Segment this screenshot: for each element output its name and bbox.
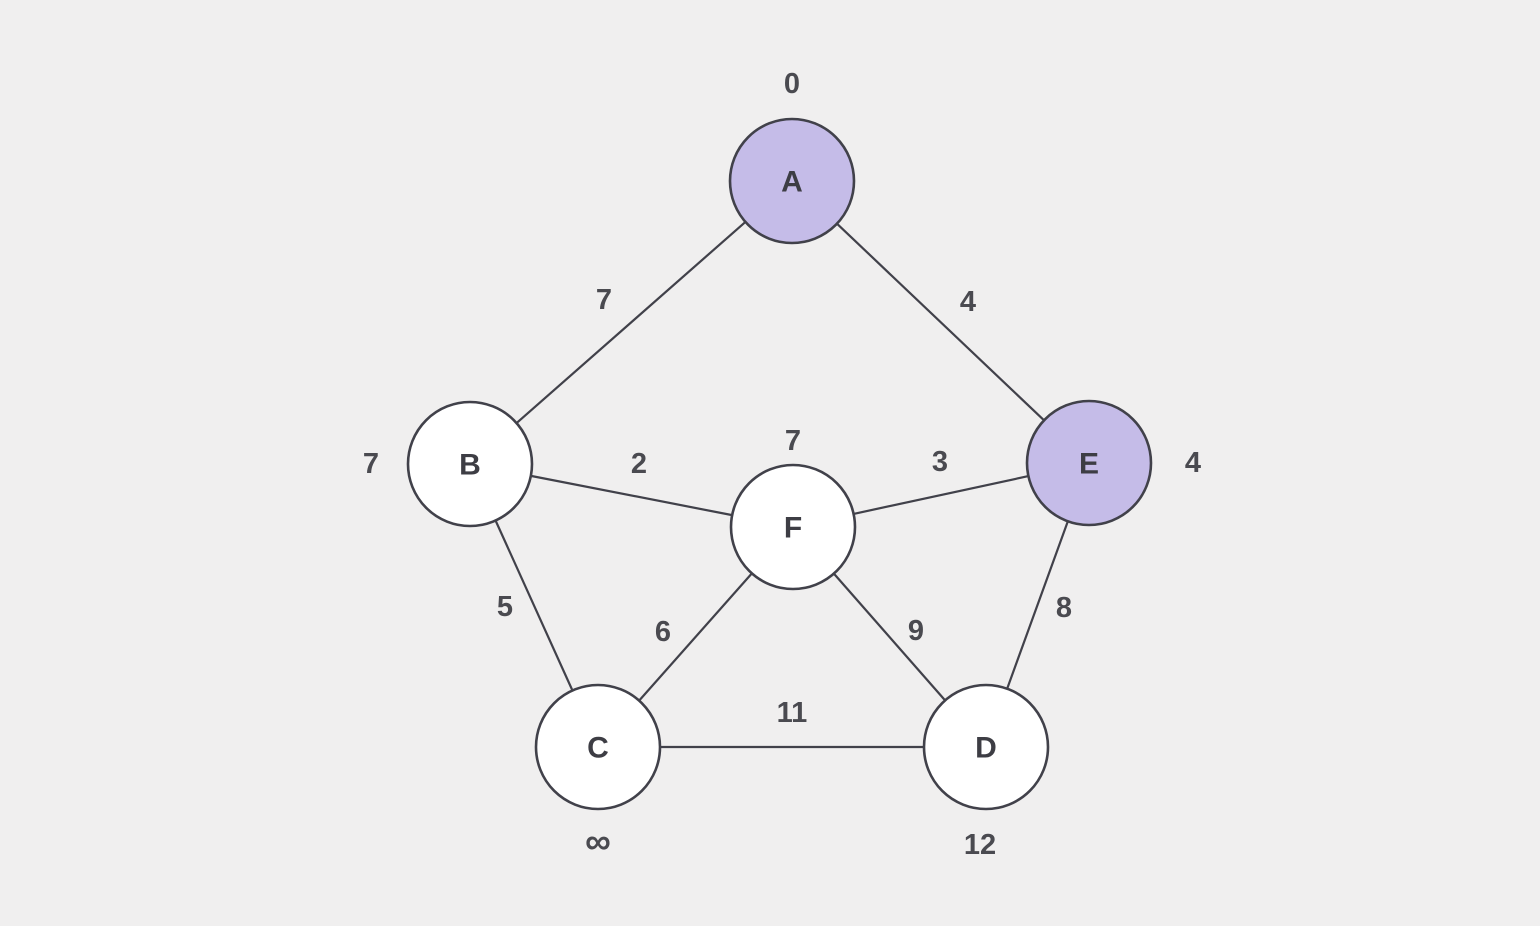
- node-distance-e: 4: [1185, 447, 1201, 479]
- node-circle-e[interactable]: [1025, 399, 1153, 527]
- edge-weights-layer: 7 4 2 3 5 6 9 8 11: [497, 284, 1072, 729]
- node-distance-b: 7: [363, 448, 379, 480]
- graph-edge: [515, 221, 747, 424]
- node-label-b: B: [459, 449, 481, 482]
- edge-weight-label: 2: [631, 448, 647, 480]
- node-circle-f[interactable]: [729, 463, 857, 591]
- node-label-f: F: [784, 512, 802, 545]
- node-label-a: A: [781, 166, 803, 199]
- graph-edge: [833, 572, 946, 702]
- node-distance-f: 7: [785, 425, 801, 457]
- node-distances-layer: 0 7 ∞ 12 4 7: [363, 68, 1201, 862]
- graph-node-a[interactable]: A: [728, 117, 856, 245]
- edge-weight-label: 4: [960, 286, 976, 318]
- edge-weight-label: 7: [596, 284, 612, 316]
- edge-weight-label: 11: [777, 697, 808, 729]
- graph-edge: [1006, 520, 1069, 690]
- graph-edge: [836, 222, 1045, 422]
- node-distance-d: 12: [964, 829, 996, 861]
- node-circle-d[interactable]: [922, 683, 1050, 811]
- edges-layer: [494, 221, 1069, 749]
- graph-node-e[interactable]: E: [1025, 399, 1153, 527]
- node-distance-c: ∞: [585, 821, 611, 862]
- graph-node-b[interactable]: B: [406, 400, 534, 528]
- node-circle-c[interactable]: [534, 683, 662, 811]
- graph-edge: [638, 572, 753, 702]
- graph-node-f[interactable]: F: [729, 463, 857, 591]
- node-circle-a[interactable]: [728, 117, 856, 245]
- node-label-c: C: [587, 732, 609, 765]
- node-circle-b[interactable]: [406, 400, 534, 528]
- nodes-layer: A B C D E F: [406, 117, 1153, 811]
- node-distance-a: 0: [784, 68, 800, 100]
- edge-weight-label: 3: [932, 446, 948, 478]
- edge-weight-label: 6: [655, 616, 671, 648]
- graph-node-c[interactable]: C: [534, 683, 662, 811]
- node-label-d: D: [975, 732, 997, 765]
- graph-edge: [494, 520, 574, 691]
- graph-edge: [530, 474, 733, 517]
- graph-edge: [853, 475, 1029, 515]
- edge-weight-label: 5: [497, 591, 513, 623]
- graph-node-d[interactable]: D: [922, 683, 1050, 811]
- node-label-e: E: [1079, 448, 1099, 481]
- edge-weight-label: 8: [1056, 592, 1072, 624]
- edge-weight-label: 9: [908, 615, 924, 647]
